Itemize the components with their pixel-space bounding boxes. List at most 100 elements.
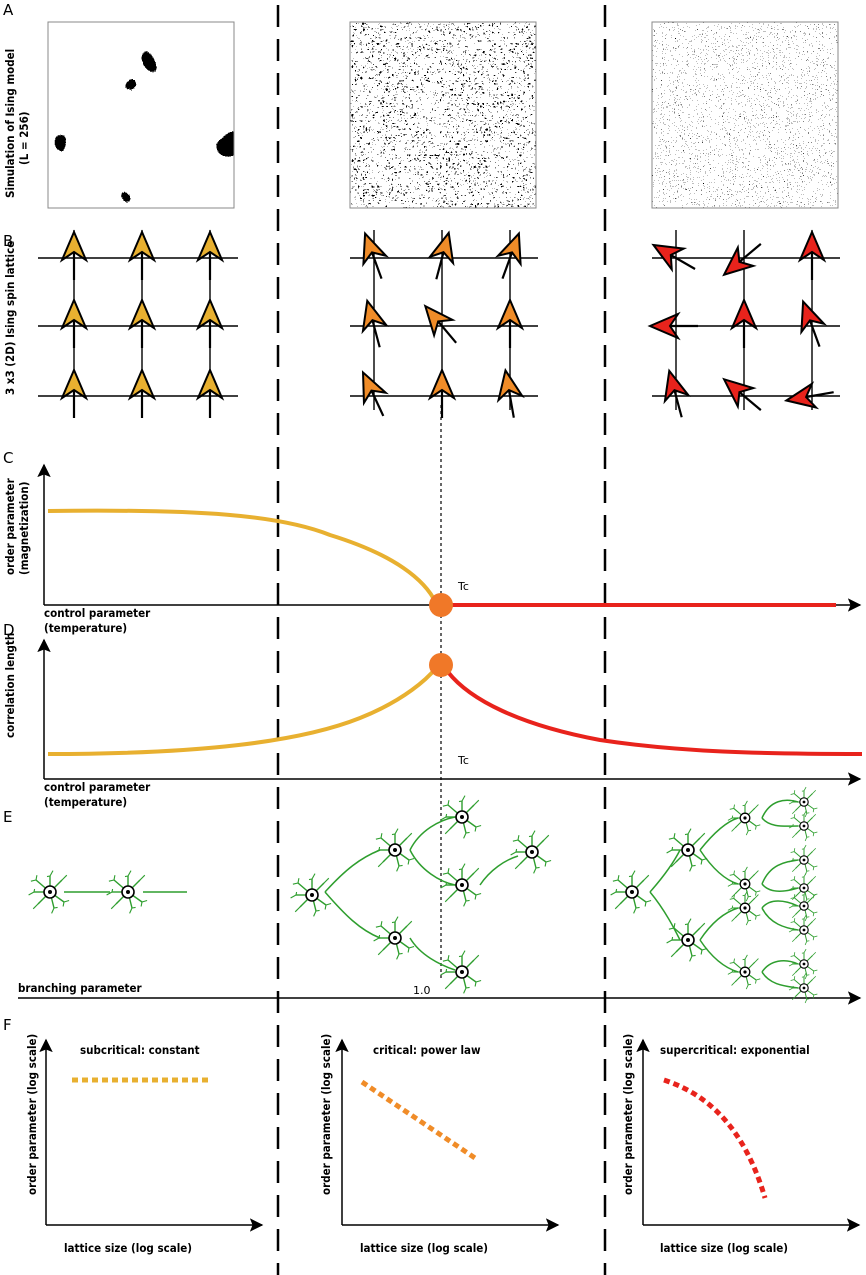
spin-arrow (783, 381, 834, 410)
spin-arrow (195, 297, 225, 348)
neuron-icon (727, 954, 761, 990)
spin-arrow (361, 298, 389, 348)
neuron-icon (610, 870, 652, 914)
panel-d-tc-label: Tc (457, 754, 469, 767)
panel-d-curve-left (47, 666, 438, 756)
neuron-icon (373, 916, 415, 960)
f2-title: critical: power law (373, 1043, 481, 1057)
neuron-icon (788, 810, 818, 842)
spin-arrow (362, 231, 389, 280)
spin-arrow (722, 243, 762, 277)
panel-f-plot-supercritical: supercritical: exponential order paramet… (621, 1034, 861, 1255)
neuron-icon (510, 830, 552, 874)
neuron-icon (788, 786, 818, 818)
f2-data-line (360, 1079, 480, 1163)
f1-title: subcritical: constant (80, 1043, 200, 1057)
panel-b-ylabel: 3 x3 (2D) Ising spin lattice (3, 241, 17, 395)
spin-arrow (663, 368, 691, 418)
spin-arrow (195, 229, 225, 280)
spin-arrow (729, 297, 759, 348)
neuron-icon (440, 795, 482, 839)
f2-xlabel: lattice size (log scale) (360, 1241, 488, 1255)
panel-letter-d: D (3, 621, 15, 639)
panel-c-critical-point (429, 593, 453, 617)
panel-f-plot-subcritical: subcritical: constant order parameter (l… (25, 1034, 264, 1255)
f1-ylabel: order parameter (log scale) (25, 1034, 39, 1195)
panel-a-ylabel: Simulation of Ising model (3, 49, 17, 198)
neuron-icon (28, 870, 70, 914)
neuron-icon (290, 873, 332, 917)
panel-c-xlabel: control parameter (44, 606, 151, 620)
panel-e-xlabel: branching parameter (18, 981, 143, 995)
spin-arrow (495, 297, 525, 348)
ising-sim-critical (349, 21, 537, 209)
panel-a-ylabel-size: (L = 256) (17, 111, 31, 165)
panel-letter-e: E (3, 808, 12, 826)
panel-letter-a: A (3, 1, 14, 19)
neuron-icon (788, 972, 818, 1004)
branching-critical (324, 816, 519, 971)
panel-letter-b: B (3, 232, 13, 250)
branching-supercritical (649, 799, 799, 989)
spin-lattice-subcritical (38, 229, 238, 418)
neuron-icon (788, 872, 818, 904)
spin-arrow (427, 230, 455, 280)
neuron-icon (727, 866, 761, 902)
f1-xlabel: lattice size (log scale) (64, 1241, 192, 1255)
spin-arrow (427, 367, 457, 418)
neuron-icon (106, 870, 148, 914)
neuron-icon (440, 863, 482, 907)
panel-c-ylabel-2: (magnetization) (17, 482, 31, 575)
panel-d-curve-right (446, 670, 863, 756)
neuron-icon (666, 918, 708, 962)
ising-sim-supercritical (651, 21, 839, 209)
spin-arrow (127, 367, 157, 418)
panel-d-critical-point (429, 653, 453, 677)
panel-d-xlabel-2: (temperature) (44, 795, 127, 809)
f3-ylabel: order parameter (log scale) (621, 1034, 635, 1195)
panel-c-ylabel: order parameter (3, 477, 17, 575)
spin-lattice-critical (350, 230, 538, 418)
spin-lattice-supercritical (647, 229, 840, 418)
panel-f-plot-critical: critical: power law order parameter (log… (319, 1034, 560, 1255)
neuron-icon (788, 844, 818, 876)
neuron-icon (440, 950, 482, 994)
neuron-icon (788, 890, 818, 922)
spin-arrow (722, 377, 762, 411)
spin-arrow (127, 297, 157, 348)
neuron-icon (373, 828, 415, 872)
spin-arrow (647, 311, 698, 341)
spin-arrow (651, 243, 696, 273)
panel-c-curve-ordered (47, 508, 438, 604)
neuron-icon (788, 948, 818, 980)
panel-letter-f: F (3, 1016, 12, 1034)
spin-arrow (495, 231, 522, 280)
neurons (28, 786, 818, 1004)
spin-arrow (59, 367, 89, 418)
f3-title: supercritical: exponential (660, 1043, 810, 1057)
panel-d-ylabel: correlation length (3, 633, 17, 738)
spin-arrow (127, 229, 157, 280)
spin-arrow (361, 370, 389, 417)
panel-c-tc-label: Tc (457, 580, 469, 593)
panel-d-xlabel: control parameter (44, 780, 151, 794)
spin-arrow (59, 229, 89, 280)
panel-c-xlabel-2: (temperature) (44, 621, 127, 635)
spin-arrow (59, 297, 89, 348)
neuron-icon (727, 800, 761, 836)
panel-e-critical-value: 1.0 (413, 984, 431, 997)
spin-arrow (800, 299, 827, 348)
spin-arrow (423, 304, 457, 344)
f2-ylabel: order parameter (log scale) (319, 1034, 333, 1195)
f3-xlabel: lattice size (log scale) (660, 1241, 788, 1255)
neuron-icon (727, 890, 761, 926)
ising-sim-subcritical (47, 21, 235, 209)
neuron-icon (788, 914, 818, 946)
f3-data-curve (663, 1077, 768, 1199)
spin-arrow (195, 367, 225, 418)
neuron-icon (666, 828, 708, 872)
spin-arrow (797, 229, 827, 280)
panel-letter-c: C (3, 449, 13, 467)
spin-arrow (496, 367, 525, 418)
